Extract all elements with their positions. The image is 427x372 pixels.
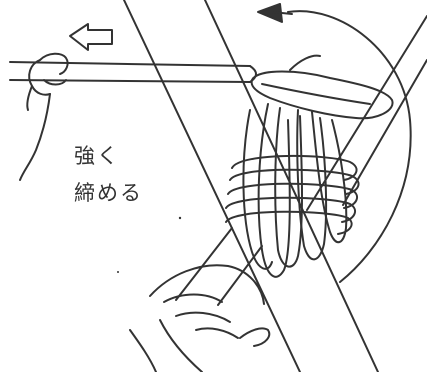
caption-strong: 強く — [74, 140, 120, 170]
left-hand — [20, 54, 68, 180]
pull-direction-arrow-icon — [70, 24, 112, 50]
right-hand — [130, 265, 269, 372]
rope-pulled-strand — [10, 62, 256, 82]
ink-dot — [117, 271, 119, 273]
ink-dot — [179, 217, 181, 219]
caption-tighten: 締める — [74, 177, 143, 207]
top-wrap-loop — [252, 56, 393, 119]
